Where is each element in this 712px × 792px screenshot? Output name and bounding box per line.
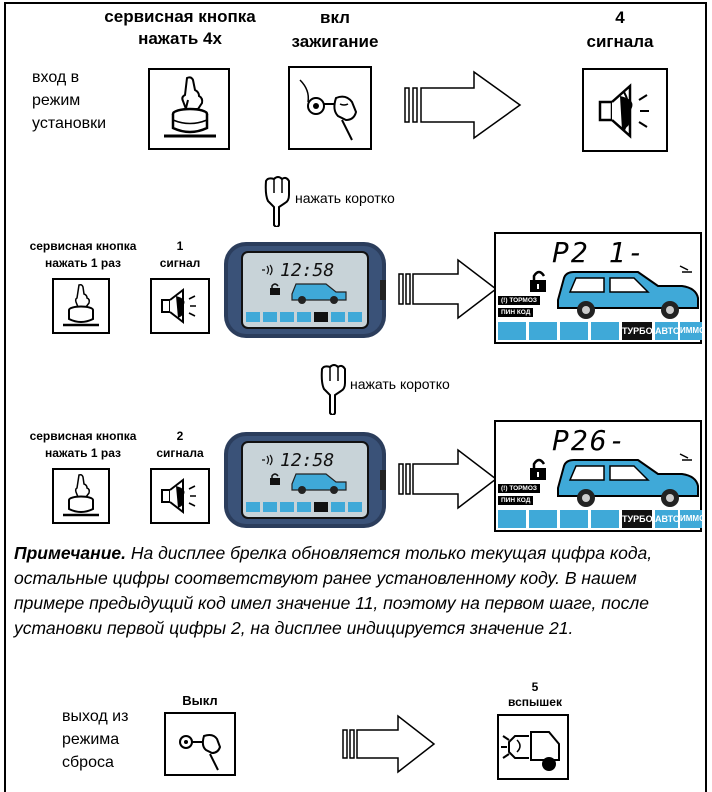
exit-flashes-label: 5 вспышек — [490, 680, 580, 710]
padlock-icon — [530, 270, 546, 292]
lcd-display-step2: P2 1- (!) ТОРМОЗ ПИН КОД ТУРБО АВТО ИММО — [494, 232, 705, 344]
auto-indicator: АВТО — [655, 510, 680, 528]
brake-label: ТОРМОЗ — [509, 297, 537, 304]
step2-signals-line2: сигнал — [159, 256, 201, 270]
note-text: На дисплее брелка обновляется только тек… — [14, 543, 653, 638]
pin-label: ПИН КОД — [501, 497, 531, 504]
lcd-icon-4 — [591, 510, 619, 528]
car-icon — [557, 265, 699, 319]
antenna-icon — [262, 264, 273, 276]
step3-service-line2: нажать 1 раз — [45, 446, 121, 460]
exit-line3: сброса — [62, 754, 114, 771]
car-icon — [557, 453, 699, 507]
step2-service-line2: нажать 1 раз — [45, 256, 121, 270]
step1-service-label: сервисная кнопка нажать 4х — [90, 6, 270, 50]
step3-signals-line2: сигнала — [156, 446, 204, 460]
pin-label: ПИН КОД — [501, 309, 531, 316]
exit-line2: режима — [62, 731, 120, 748]
step1-signals-label: 4 сигнала — [560, 6, 680, 54]
step1-enter-line2: режим — [32, 92, 81, 109]
step3-service-label: сервисная кнопка нажать 1 раз — [8, 428, 158, 462]
fob-time: 12:58 — [280, 450, 335, 471]
step2-service-line1: сервисная кнопка — [29, 239, 137, 253]
arrow-right-icon — [398, 448, 498, 510]
padlock-icon — [270, 283, 280, 295]
step3-signals-line1: 2 — [176, 429, 184, 443]
exit-flashes-line2: вспышек — [508, 695, 562, 709]
fob-status-bar — [246, 312, 362, 322]
lcd-status-bar: ТУРБО АВТО ИММО — [498, 510, 705, 528]
arrow-right-icon — [342, 714, 436, 774]
siren-icon — [150, 278, 210, 334]
step2-service-label: сервисная кнопка нажать 1 раз — [8, 238, 158, 272]
service-button-icon — [52, 278, 110, 334]
pin-badge: ПИН КОД — [498, 496, 534, 505]
lcd-status-bar: ТУРБО АВТО ИММО — [498, 322, 705, 340]
brake-label: ТОРМОЗ — [509, 485, 537, 492]
turbo-indicator: ТУРБО — [622, 322, 653, 340]
step1-enter-line3: установки — [32, 115, 107, 132]
antenna-icon — [262, 454, 273, 466]
turbo-indicator: ТУРБО — [622, 510, 653, 528]
note-paragraph: Примечание. На дисплее брелка обновляетс… — [14, 541, 704, 641]
page-frame — [4, 2, 707, 792]
pin-badge: ПИН КОД — [498, 308, 534, 317]
padlock-icon — [270, 473, 280, 485]
step3-signals-label: 2 сигнала — [148, 428, 212, 462]
pointing-hand-icon — [264, 176, 290, 227]
ignition-key-icon — [288, 66, 372, 150]
lcd-code: P26- — [552, 424, 628, 457]
auto-indicator: АВТО — [655, 322, 680, 340]
keyfob-icon: 12:58 — [222, 430, 388, 530]
lcd-display-step3: P26- (!) ТОРМОЗ ПИН КОД ТУРБО АВТО ИММО — [494, 420, 705, 532]
step1-service-line1: сервисная кнопка — [104, 7, 256, 26]
service-button-icon — [52, 468, 110, 524]
lcd-icon-1 — [498, 322, 526, 340]
exit-mode-label: выход из режима сброса — [62, 705, 128, 774]
car-icon — [291, 473, 347, 494]
step1-enter-label: вход в режим установки — [32, 66, 106, 135]
step1-signals-line2: сигнала — [586, 32, 654, 51]
step1-ignition-label: вкл зажигание — [270, 6, 400, 54]
service-button-icon — [148, 68, 230, 150]
step1-enter-line1: вход в — [32, 69, 80, 86]
step3-service-line1: сервисная кнопка — [29, 429, 137, 443]
lcd-icon-2 — [529, 322, 557, 340]
press-short-label-2: нажать коротко — [350, 376, 450, 392]
step1-ignition-line2: зажигание — [291, 32, 379, 51]
step1-signals-line1: 4 — [615, 8, 625, 27]
lcd-icon-2 — [529, 510, 557, 528]
immo-indicator: ИММО — [680, 322, 705, 340]
lcd-icon-3 — [560, 510, 588, 528]
immo-indicator: ИММО — [680, 510, 705, 528]
lcd-icon-1 — [498, 510, 526, 528]
arrow-right-icon — [398, 258, 498, 320]
lcd-icon-3 — [560, 322, 588, 340]
siren-icon — [150, 468, 210, 524]
padlock-icon — [530, 458, 546, 480]
exit-line1: выход из — [62, 708, 129, 725]
headlight-icon — [497, 714, 569, 780]
step1-service-line2: нажать 4х — [138, 29, 222, 48]
brake-badge: (!) ТОРМОЗ — [498, 296, 540, 305]
arrow-right-icon — [404, 70, 522, 140]
press-short-label-1: нажать коротко — [295, 190, 395, 206]
siren-icon — [582, 68, 668, 152]
step2-signals-label: 1 сигнал — [148, 238, 212, 272]
exit-off-label: Выкл — [182, 693, 218, 708]
lcd-code: P2 1- — [552, 236, 647, 269]
brake-badge: (!) ТОРМОЗ — [498, 484, 540, 493]
car-icon — [291, 283, 347, 304]
exit-flashes-line1: 5 — [531, 680, 539, 694]
fob-time: 12:58 — [280, 260, 335, 281]
pointing-hand-icon — [320, 364, 346, 415]
step1-ignition-line1: вкл — [320, 8, 350, 27]
step2-signals-line1: 1 — [176, 239, 184, 253]
note-label: Примечание. — [14, 543, 126, 563]
ignition-key-icon — [164, 712, 236, 776]
lcd-icon-4 — [591, 322, 619, 340]
fob-status-bar — [246, 502, 362, 512]
keyfob-icon: 12:58 — [222, 240, 388, 340]
